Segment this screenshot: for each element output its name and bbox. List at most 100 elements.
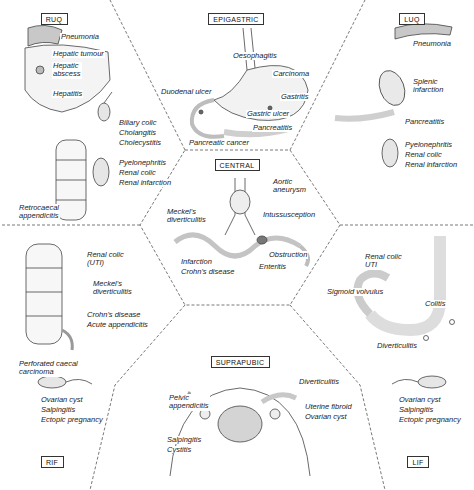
- appendix: [62, 330, 72, 350]
- condition-label: Salpingitis: [398, 406, 434, 414]
- condition-label: Gastric ulcer: [246, 110, 290, 118]
- condition-label: Pancreatitis: [252, 124, 293, 132]
- region-heading: RIF: [41, 456, 64, 468]
- region-name: CENTRAL: [220, 162, 255, 169]
- aneurysm: [230, 190, 250, 214]
- condition-label: Obstruction: [268, 251, 308, 259]
- condition-label: Meckel's diverticulitis: [166, 208, 207, 225]
- condition-label: Diverticulitis: [298, 378, 340, 386]
- central-hexagon: [140, 150, 340, 305]
- gallbladder: [98, 103, 110, 121]
- condition-label: Hepatic abscess: [52, 62, 82, 79]
- ovary: [200, 409, 210, 419]
- condition-label: Perforated caecal carcinoma: [18, 360, 92, 377]
- divider-line: [0, 225, 140, 226]
- diverticulum: [424, 336, 429, 341]
- condition-label: Pneumonia: [60, 33, 100, 41]
- diverticulum: [450, 320, 455, 325]
- condition-label: Pyelonephritis: [404, 141, 453, 149]
- condition-label: Aortic aneurysm: [272, 178, 307, 195]
- region-name: LIF: [412, 459, 423, 466]
- region-heading: RUQ: [41, 13, 68, 25]
- region-heading: EPIGASTRIC: [208, 13, 264, 25]
- ovary: [38, 376, 66, 388]
- condition-label: Hepatitis: [52, 90, 83, 98]
- region-heading: LUQ: [399, 13, 425, 25]
- ulcer-dot: [199, 110, 203, 114]
- region-name: SUPRAPUBIC: [216, 359, 265, 366]
- obstruction-mark: [257, 236, 267, 244]
- divider-line: [340, 225, 474, 226]
- condition-label: Intussusception: [262, 211, 316, 219]
- caecum: [26, 244, 62, 344]
- ovary: [270, 409, 280, 419]
- region-heading: SUPRAPUBIC: [211, 356, 270, 368]
- epigastric-organs: [192, 28, 308, 137]
- ruq-organs: [25, 25, 112, 220]
- condition-label: Ovarian cyst: [40, 396, 84, 404]
- condition-label: Enteritis: [258, 263, 287, 271]
- condition-label: Gastritis: [280, 93, 310, 101]
- condition-label: Pancreatic cancer: [188, 139, 250, 147]
- liver: [25, 45, 110, 112]
- condition-label: Renal infarction: [118, 179, 172, 187]
- condition-label: Uterine fibroid: [304, 403, 353, 411]
- condition-label: Duodenal ulcer: [160, 88, 212, 96]
- condition-label: Ovarian cyst: [304, 413, 348, 421]
- colon-haustra: [26, 268, 62, 316]
- condition-label: Ovarian cyst: [398, 396, 442, 404]
- condition-label: Renal colic (UTI): [86, 251, 134, 268]
- bile-duct: [104, 92, 112, 103]
- condition-label: Hepatic tumour: [52, 50, 105, 58]
- duodenum: [192, 100, 224, 137]
- condition-label: Crohn's disease: [86, 311, 142, 319]
- condition-label: Renal infarction: [404, 161, 458, 169]
- region-name: LUQ: [404, 16, 419, 23]
- sigmoid-colon: [262, 395, 296, 402]
- divider-line: [110, 0, 185, 150]
- kidney: [382, 139, 398, 167]
- condition-label: Oesophagitis: [232, 52, 278, 60]
- condition-label: Splenic infarction: [412, 78, 444, 95]
- condition-label: Infarction: [180, 258, 213, 266]
- fallopian-tube: [392, 379, 418, 384]
- condition-label: Cholangitis: [118, 129, 157, 137]
- region-name: RUQ: [46, 16, 62, 23]
- condition-label: Pancreatitis: [404, 118, 445, 126]
- lung-base: [395, 24, 452, 39]
- condition-label: Renal colic: [118, 169, 157, 177]
- region-name: EPIGASTRIC: [213, 16, 258, 23]
- region-heading: CENTRAL: [215, 159, 260, 171]
- condition-label: Salpingitis: [40, 406, 76, 414]
- descending-colon: [370, 236, 440, 330]
- condition-label: Salpingitis: [166, 436, 202, 444]
- colon-haustra: [56, 160, 86, 200]
- spleen: [375, 67, 410, 109]
- condition-label: Ectopic pregnancy: [40, 416, 104, 424]
- condition-label: Cholecystitis: [118, 139, 162, 147]
- bladder-uterus: [218, 406, 262, 442]
- pancreas-tail: [335, 112, 394, 119]
- condition-label: Diverticulitis: [376, 342, 418, 350]
- condition-label: Renal colic: [404, 151, 443, 159]
- condition-label: Biliary colic: [118, 119, 158, 127]
- condition-label: Renal colic UTI: [364, 253, 412, 270]
- condition-label: Pneumonia: [412, 40, 452, 48]
- ascending-colon: [56, 140, 86, 220]
- oesophagus: [243, 28, 255, 70]
- aorta: [225, 178, 255, 235]
- condition-label: Retrocaecal appendicitis: [18, 204, 60, 221]
- fallopian-tube: [66, 379, 92, 384]
- region-heading: LIF: [407, 456, 429, 468]
- condition-label: Cystitis: [166, 446, 192, 454]
- condition-label: Pelvic appendicitis: [168, 394, 210, 411]
- condition-label: Acute appendicitis: [86, 321, 149, 329]
- lif-organs: [358, 236, 455, 388]
- liver-lesion: [36, 66, 44, 74]
- divider-line: [290, 305, 385, 490]
- lung-base: [28, 25, 62, 46]
- condition-label: Carcinoma: [272, 70, 310, 78]
- condition-label: Pyelonephritis: [118, 159, 167, 167]
